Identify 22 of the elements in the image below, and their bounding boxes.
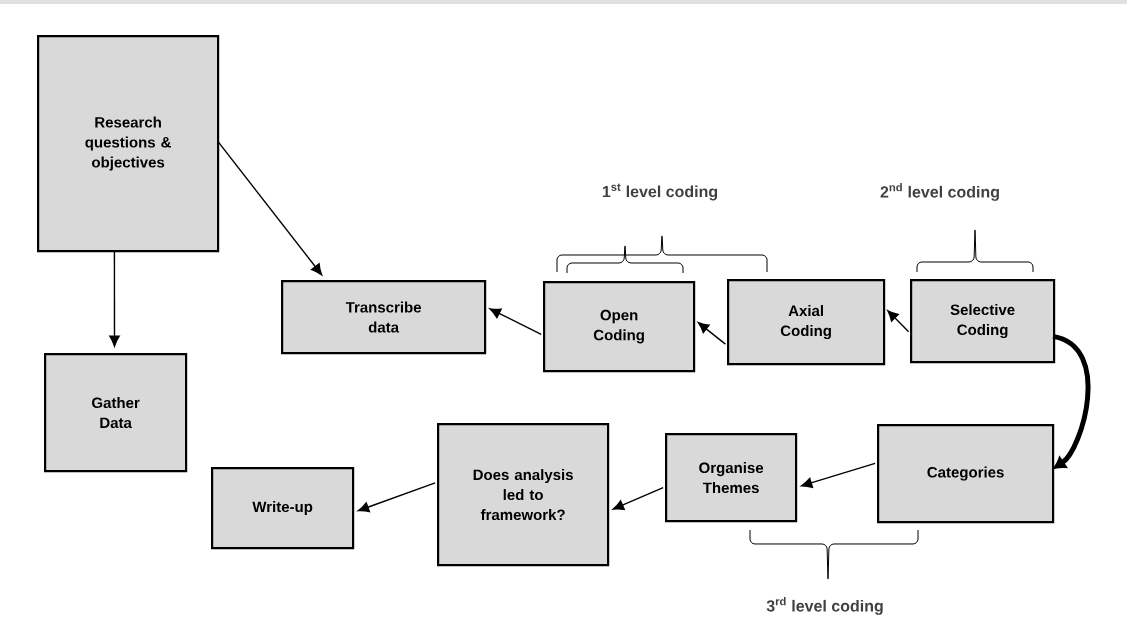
arrow bbox=[1052, 334, 1091, 469]
level-label: 2$^{nd}$ level coding bbox=[880, 183, 999, 201]
arrow bbox=[109, 251, 120, 347]
arrow bbox=[357, 482, 436, 513]
level-label: 1$^{st}$ level coding bbox=[602, 183, 718, 201]
arrow bbox=[800, 462, 876, 488]
process-box: Transcribe data bbox=[281, 280, 487, 355]
level-label: 3$^{rd}$ level coding bbox=[766, 597, 883, 615]
process-box: Gather Data bbox=[44, 353, 188, 473]
process-box: Does analysis led to framework? bbox=[437, 422, 610, 567]
process-box: Write-up bbox=[211, 466, 355, 550]
arrow bbox=[217, 141, 323, 276]
process-box: Open Coding bbox=[543, 281, 696, 373]
arrow bbox=[887, 310, 910, 333]
process-box: Organise Themes bbox=[665, 433, 798, 523]
process-box: Research questions & objectives bbox=[37, 35, 220, 253]
process-box: Selective Coding bbox=[910, 279, 1056, 364]
process-box: Axial Coding bbox=[727, 279, 886, 366]
process-box: Categories bbox=[877, 423, 1055, 524]
arrow bbox=[697, 321, 727, 345]
arrow bbox=[612, 487, 664, 511]
arrow bbox=[489, 308, 542, 336]
